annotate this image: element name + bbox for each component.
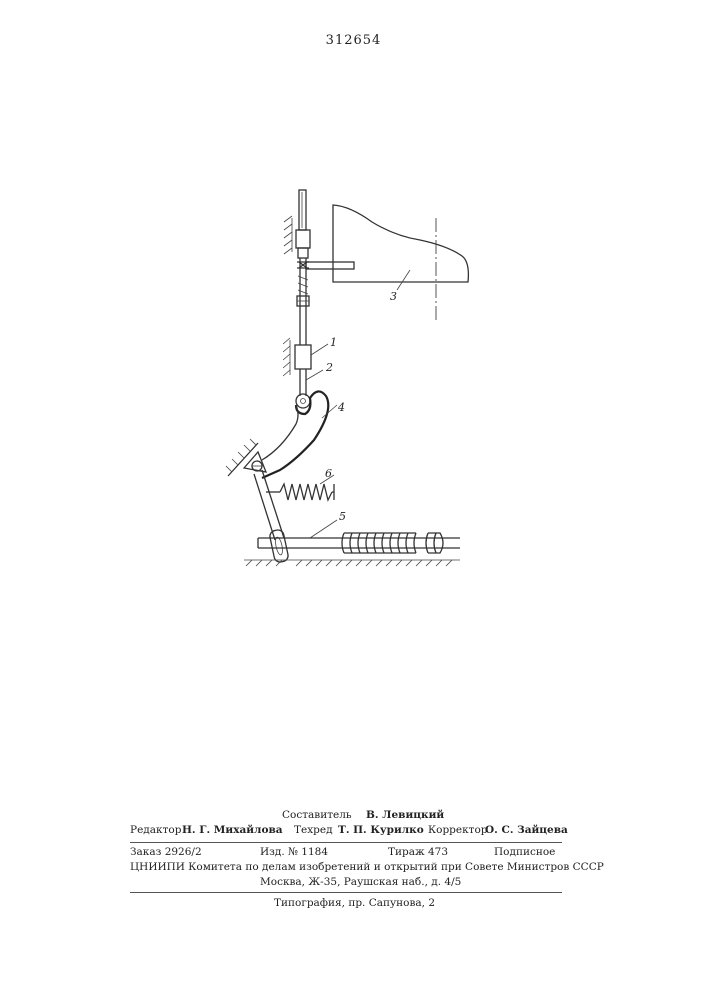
institute-row: ЦНИИПИ Комитета по делам изобретений и о… (130, 860, 562, 875)
staff-row: Редактор Н. Г. Михайлова Техред Т. П. Ку… (130, 823, 562, 838)
order-row: Заказ 2926/2 Изд. № 1184 Тираж 473 Подпи… (130, 845, 562, 860)
editor-role: Редактор (130, 823, 181, 838)
address-row: Москва, Ж-35, Раушская наб., д. 4/5 (130, 875, 562, 890)
connecting-plate (306, 262, 354, 269)
printer-row: Типография, пр. Сапунова, 2 (130, 896, 562, 911)
subscription: Подписное (494, 845, 555, 860)
printer-block: Типография, пр. Сапунова, 2 (130, 896, 562, 911)
techred-role: Техред (294, 823, 333, 838)
part-1-bushing (283, 338, 328, 396)
label-part-5: 5 (339, 510, 346, 523)
label-part-4: 4 (337, 401, 345, 414)
order-number: Заказ 2926/2 (130, 845, 202, 860)
institute-line: ЦНИИПИ Комитета по делам изобретений и о… (130, 860, 604, 875)
editor-name: Н. Г. Михайлова (182, 823, 283, 838)
part-2-roller (296, 394, 310, 408)
edition-number: Изд. № 1184 (260, 845, 328, 860)
compiler-name: В. Левицкий (366, 808, 444, 823)
label-part-3: 3 (390, 290, 397, 303)
techred-name: Т. П. Курилко (338, 823, 424, 838)
bottom-rule (130, 892, 562, 893)
label-part-1: 1 (330, 336, 337, 349)
label-part-6: 6 (325, 467, 332, 480)
corrector-name: О. С. Зайцева (485, 823, 568, 838)
corrector-role: Корректор (428, 823, 488, 838)
compiler-role: Составитель (282, 808, 352, 823)
part-4-cam-lever (262, 391, 337, 478)
printer-line: Типография, пр. Сапунова, 2 (274, 896, 435, 911)
upper-guide-hatching (284, 216, 292, 254)
publication-block: Заказ 2926/2 Изд. № 1184 Тираж 473 Подпи… (130, 845, 562, 890)
address-line: Москва, Ж-35, Раушская наб., д. 4/5 (260, 875, 461, 890)
credits-block: Составитель В. Левицкий Редактор Н. Г. М… (130, 808, 562, 838)
compiler-row: Составитель В. Левицкий (130, 808, 562, 823)
circulation: Тираж 473 (388, 845, 448, 860)
part-3-body (333, 205, 468, 322)
part-5-rail (244, 520, 460, 566)
label-part-2: 2 (325, 361, 333, 374)
top-rule (130, 842, 562, 843)
part-6-spring (266, 475, 334, 500)
pivot-support (226, 439, 266, 476)
vertical-rod (296, 190, 310, 345)
